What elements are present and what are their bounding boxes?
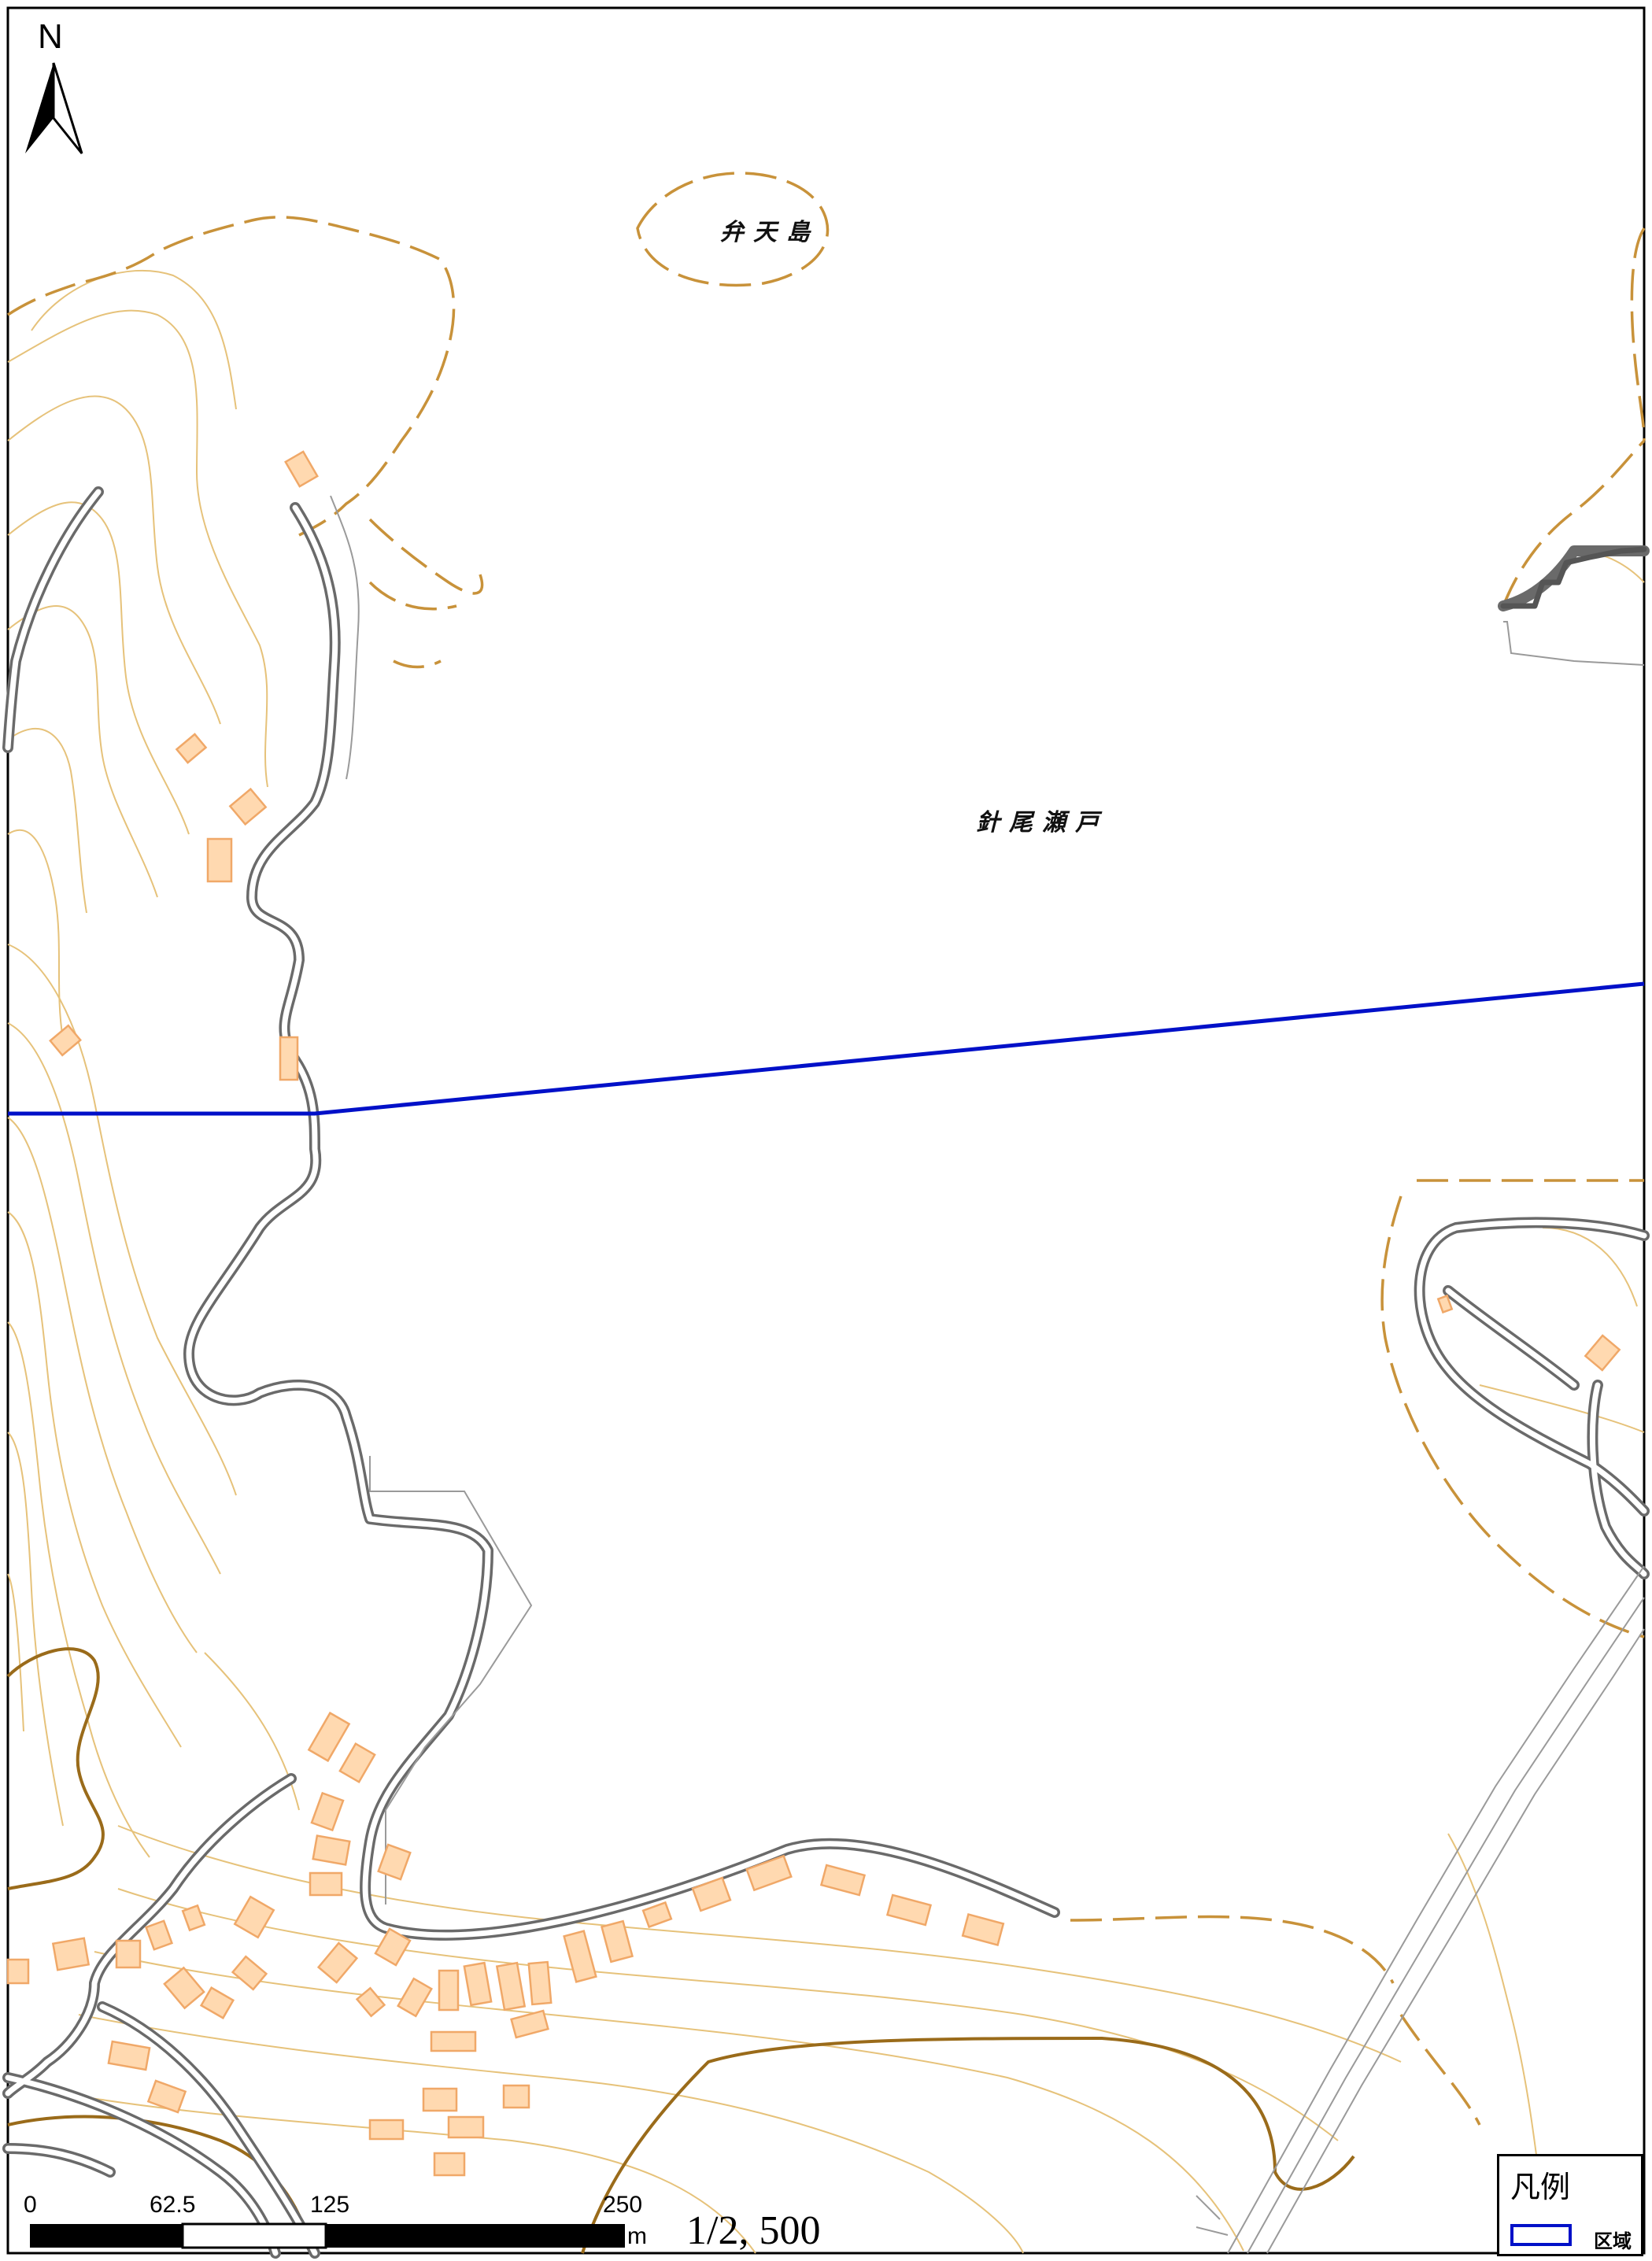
north-arrow-icon [25, 62, 83, 154]
coastlines [7, 172, 1646, 2126]
contour-lines [7, 269, 1645, 2254]
label-strait: 針尾瀬戸 [976, 809, 1108, 837]
scale-bar: 0 62.5 125 250 m 1/2, 500 [17, 2184, 883, 2261]
thin-lines [330, 495, 1645, 2254]
map-frame [6, 6, 1646, 2255]
legend-title: 凡例 [1510, 2170, 1571, 2204]
scale-ratio: 1/2, 500 [686, 2208, 821, 2253]
district-boundary [8, 981, 1645, 1116]
legend-label-district: 区域 [1594, 2230, 1632, 2252]
scale-unit: m [627, 2223, 647, 2249]
scale-tick-0: 0 [24, 2192, 37, 2218]
scale-tick-1: 62.5 [150, 2192, 196, 2218]
scale-bar-graphic [30, 2222, 625, 2249]
label-island: 弁天島 [720, 219, 819, 246]
roads [2, 486, 1650, 2259]
buildings [6, 450, 1621, 2177]
legend: 凡例 区域 [1497, 2154, 1643, 2256]
scale-tick-3: 250 [603, 2192, 643, 2218]
legend-swatch-district [1510, 2224, 1572, 2246]
north-label: N [38, 17, 63, 56]
scale-tick-2: 125 [310, 2192, 350, 2218]
